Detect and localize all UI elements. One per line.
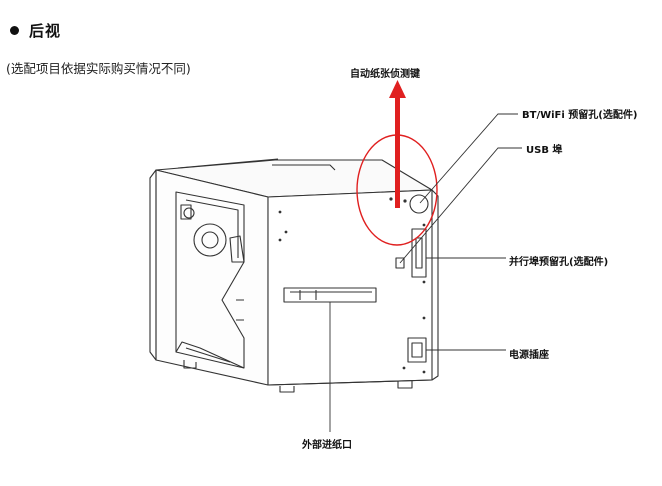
callout-power: 电源插座 [509, 350, 549, 361]
callout-auto-sensor: 自动纸张侦测键 [350, 69, 420, 80]
callout-parallel: 并行埠预留孔(选配件) [509, 257, 609, 268]
section-title: 后视 [29, 22, 62, 40]
callout-usb: USB 埠 [526, 145, 563, 156]
section-heading: 后视 [10, 20, 61, 41]
section-note: (选配项目依据实际购买情况不同) [6, 61, 191, 76]
callout-external-feed: 外部进纸口 [302, 440, 352, 451]
callout-bt-wifi: BT/WiFi 预留孔(选配件) [522, 110, 638, 121]
bullet-icon [10, 26, 19, 35]
sensor-arrow-icon [389, 80, 406, 208]
